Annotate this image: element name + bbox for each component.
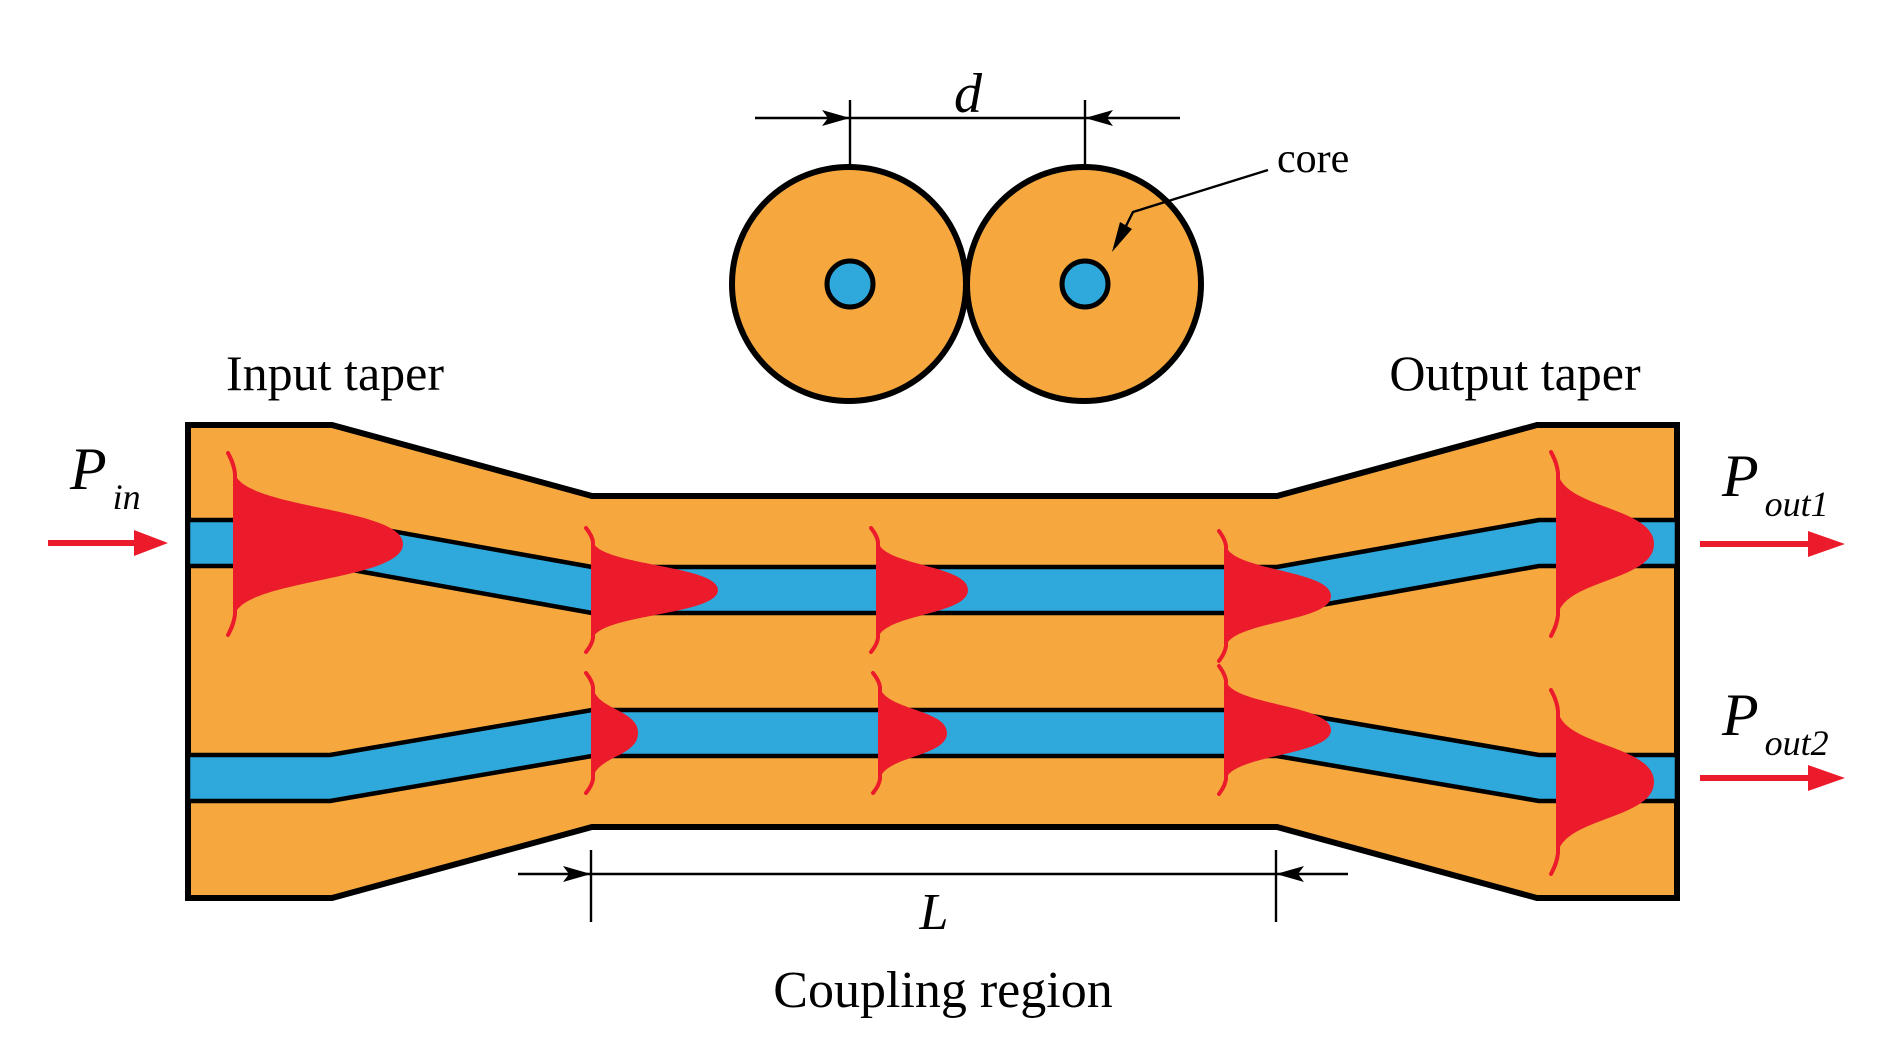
power-pulse-tail-coupling-end-upper	[1217, 529, 1228, 663]
power-pulse-output-lower	[1558, 711, 1654, 853]
coupling-region-label: Coupling region	[773, 962, 1112, 1019]
cladding-body	[185, 422, 1680, 901]
fiber-core-right	[1059, 258, 1111, 310]
core-label: core	[1277, 136, 1349, 182]
fiber-cross-section: d core	[729, 63, 1349, 404]
p-out2-subscript: out2	[1765, 723, 1829, 763]
p-out2-arrow	[1700, 765, 1845, 791]
coupler-body	[185, 422, 1680, 901]
power-pulse-output-upper	[1558, 473, 1654, 615]
fiber-core-left	[824, 258, 876, 310]
p-in-main: P	[69, 436, 107, 502]
output-taper-label: Output taper	[1389, 345, 1641, 401]
d-arrowhead-left	[822, 110, 850, 126]
power-pulse-tail-coupling-start-upper	[584, 526, 595, 654]
power-pulse-tail-output-lower	[1549, 688, 1560, 876]
power-pulse-tail-coupling-mid-lower	[871, 671, 882, 795]
power-pulse-coupling-mid-upper	[878, 542, 968, 638]
L-label: L	[919, 884, 949, 941]
power-pulse-coupling-start-lower	[593, 687, 638, 779]
power-pulse-input	[235, 474, 403, 614]
power-pulse-tail-coupling-end-lower	[1217, 664, 1228, 796]
L-dimension: L Coupling region	[518, 850, 1348, 1019]
power-pulse-tail-coupling-start-lower	[584, 671, 595, 795]
d-label: d	[954, 63, 983, 125]
d-dimension: d	[755, 63, 1180, 167]
optical-power-pulses	[226, 450, 1654, 876]
p-out1-subscript: out1	[1765, 484, 1829, 524]
power-pulse-tail-input	[226, 451, 237, 637]
core-leader-arrowhead	[1112, 222, 1132, 252]
power-pulse-tail-output-upper	[1549, 450, 1560, 638]
power-pulse-tail-coupling-mid-upper	[869, 526, 880, 654]
L-arrowhead-left	[563, 866, 591, 882]
power-pulse-coupling-end-lower	[1226, 681, 1331, 779]
power-pulse-coupling-mid-lower	[880, 687, 947, 779]
p-out2-main: P	[1721, 682, 1759, 748]
L-arrowhead-right	[1276, 866, 1304, 882]
p-out1-main: P	[1721, 443, 1759, 509]
p-out1-arrow	[1700, 531, 1845, 557]
power-pulse-coupling-end-upper	[1226, 546, 1331, 646]
input-taper-label: Input taper	[226, 345, 444, 401]
p-in-subscript: in	[113, 477, 141, 517]
core-callout: core	[1112, 136, 1349, 252]
p-in-arrow	[48, 530, 168, 556]
d-arrowhead-right	[1085, 110, 1113, 126]
power-pulse-coupling-start-upper	[593, 542, 718, 638]
